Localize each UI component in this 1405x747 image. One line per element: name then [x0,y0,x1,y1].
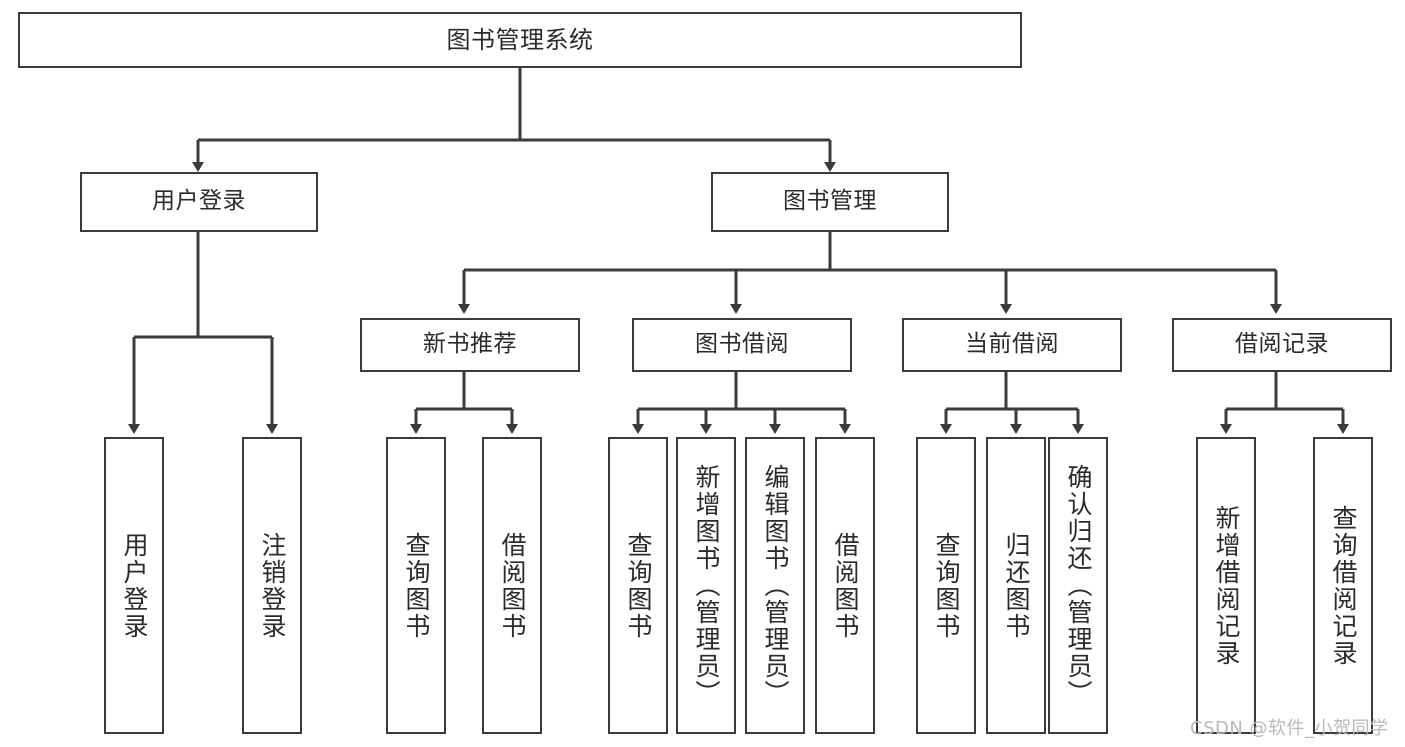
node-leaf-current-return[interactable]: 归还图书 [986,437,1046,734]
node-leaf-label: 查询图书 [932,531,961,640]
node-leaf-label: 新增借阅记录 [1212,504,1241,667]
node-leaf-newbook-borrow[interactable]: 借阅图书 [482,437,542,734]
node-leaf-current-confirm-return[interactable]: 确认归还（管理员） [1048,437,1108,734]
node-leaf-user-logout[interactable]: 注销登录 [242,437,302,734]
node-borrow-record[interactable]: 借阅记录 [1172,318,1392,372]
node-leaf-label: 借阅图书 [831,531,860,640]
node-leaf-borrow-add-book[interactable]: 新增图书（管理员） [676,437,736,734]
node-leaf-current-query[interactable]: 查询图书 [916,437,976,734]
node-leaf-borrow-book[interactable]: 借阅图书 [815,437,875,734]
node-leaf-label: 确认归还（管理员） [1064,464,1093,707]
node-leaf-newbook-query[interactable]: 查询图书 [386,437,446,734]
node-leaf-user-login[interactable]: 用户登录 [104,437,164,734]
node-leaf-label: 查询图书 [402,531,431,640]
node-leaf-record-query[interactable]: 查询借阅记录 [1313,437,1373,734]
node-book-manage[interactable]: 图书管理 [711,172,949,232]
node-new-book-recommend[interactable]: 新书推荐 [360,318,580,372]
node-book-borrow[interactable]: 图书借阅 [632,318,852,372]
node-leaf-label: 编辑图书（管理员） [761,464,790,707]
node-leaf-label: 用户登录 [120,531,149,640]
node-leaf-borrow-edit-book[interactable]: 编辑图书（管理员） [745,437,805,734]
node-current-borrow[interactable]: 当前借阅 [902,318,1122,372]
node-leaf-label: 新增图书（管理员） [692,464,721,707]
node-user-login[interactable]: 用户登录 [80,172,318,232]
node-leaf-label: 归还图书 [1002,531,1031,640]
node-leaf-label: 查询借阅记录 [1329,504,1358,667]
node-leaf-label: 借阅图书 [498,531,527,640]
node-leaf-record-add[interactable]: 新增借阅记录 [1196,437,1256,734]
node-leaf-label: 注销登录 [258,531,287,640]
node-root-system[interactable]: 图书管理系统 [18,12,1022,68]
node-leaf-label: 查询图书 [624,531,653,640]
node-leaf-borrow-query[interactable]: 查询图书 [608,437,668,734]
watermark: CSDN @软件_小贺同学 [1190,718,1389,739]
